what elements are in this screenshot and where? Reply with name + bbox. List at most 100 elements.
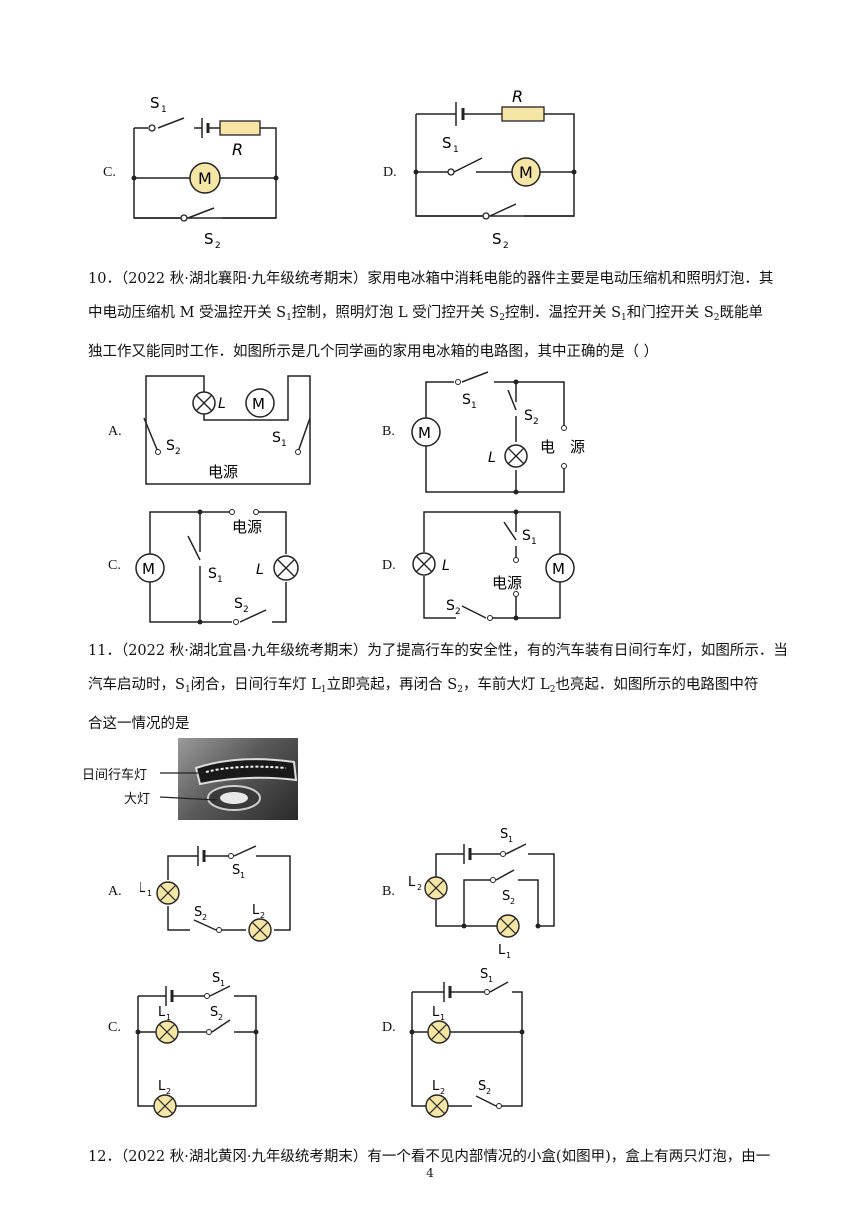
switch-sub: 1 [217, 575, 223, 585]
switch-label: S [232, 863, 240, 878]
page-number: 4 [426, 1166, 434, 1180]
q10-option-c-label: C. [108, 558, 121, 573]
switch-s1-label: S [150, 94, 160, 112]
q11-text: 11．（2022 秋·湖北宜昌·九年级统考期末）为了提高行车的安全性，有的汽车装… [88, 643, 788, 732]
switch-s2-label: S [492, 230, 502, 248]
switch-sub: 1 [531, 537, 537, 547]
q12-text: 12．（2022 秋·湖北黄冈·九年级统考期末）有一个看不见内部情况的小盒(如图… [88, 1149, 771, 1165]
resistor-label: R [512, 87, 523, 106]
q10-text: 10．（2022 秋·湖北襄阳·九年级统考期末）家用电冰箱中消耗电能的器件主要是… [88, 271, 774, 360]
resistor-icon [219, 120, 261, 136]
resistor-label: R [232, 140, 243, 159]
power-label: 电源 [492, 574, 522, 592]
lamp-sub: 2 [440, 1087, 445, 1096]
motor-icon [511, 157, 541, 187]
switch-sub: 1 [508, 835, 513, 844]
switch-sub: 2 [510, 897, 515, 906]
switch-s1-sub: 1 [453, 145, 459, 155]
switch-sub: 1 [220, 979, 225, 988]
q11-option-c-label: C. [108, 1020, 121, 1035]
lamp-label: L [488, 450, 496, 466]
switch-sub: 2 [455, 607, 461, 617]
lamp-label: L [252, 903, 260, 918]
switch-sub: 1 [240, 871, 245, 880]
switch-sub: 2 [243, 605, 249, 615]
switch-label: S [212, 971, 220, 986]
lamp-label: L [218, 396, 226, 412]
q11-option-d-label: D. [382, 1020, 396, 1035]
switch-sub: 2 [218, 1013, 223, 1022]
switch-label: S [478, 1079, 486, 1094]
q11-circuit-b: L 2 S 1 S 2 L 1 [408, 827, 555, 958]
lamp-label: L [256, 562, 264, 578]
switch-s2-sub: 2 [503, 241, 509, 251]
motor-icon [245, 388, 275, 418]
switch-s2-label: S [204, 230, 214, 248]
q10-circuit-b: M L S 1 S 2 电 源 [411, 371, 585, 495]
switch-label: S [500, 827, 508, 842]
q9-circuit-c: M S 1 R S 2 [131, 94, 279, 250]
motor-icon [411, 417, 441, 447]
daytime-light-label: 日间行车灯 [82, 768, 148, 783]
lamp-sub: 2 [166, 1087, 171, 1096]
lamp-label: L [140, 881, 146, 896]
car-headlight-photo [178, 738, 298, 820]
q11-circuit-c: S 1 L 1 S 2 L 2 [135, 971, 259, 1118]
switch-label: S [462, 392, 471, 408]
switch-sub: 2 [175, 447, 181, 457]
switch-sub: 2 [202, 913, 207, 922]
lamp-label: L [498, 943, 506, 958]
q9-option-c-label: C. [103, 165, 116, 180]
switch-s2-sub: 2 [215, 241, 221, 250]
motor-label: M [198, 169, 212, 188]
switch-label: S [234, 596, 243, 612]
motor-icon [135, 553, 165, 583]
switch-label: S [524, 408, 533, 424]
power-label: 电源 [232, 518, 262, 536]
q10-circuit-c: M L S 1 S 2 电源 [135, 509, 299, 625]
motor-label: M [552, 560, 565, 578]
switch-sub: 1 [281, 439, 287, 449]
lamp-label: L [432, 1079, 440, 1094]
q11-circuit-d: S 1 L 1 L 2 S 2 [409, 967, 525, 1118]
q11-option-a-label: A. [108, 884, 122, 899]
lamp-label: L [442, 558, 450, 574]
photo-pointer-lines [160, 772, 217, 801]
motor-label: M [142, 560, 155, 578]
headlight-label: 大灯 [124, 792, 151, 807]
q10-circuit-d: M L S 1 S 2 电源 [412, 509, 575, 621]
lamp-label: L [158, 1079, 166, 1094]
lamp-sub: 1 [506, 951, 511, 958]
motor-icon [545, 553, 575, 583]
q11-option-b-label: B. [382, 884, 395, 899]
power-label: 电源 [208, 463, 238, 481]
switch-sub: 2 [533, 417, 539, 427]
switch-label: S [208, 566, 217, 582]
q9-option-d-label: D. [383, 165, 397, 180]
power-label: 源 [570, 438, 585, 456]
motor-label: M [418, 424, 431, 442]
q10-option-b-label: B. [382, 424, 395, 439]
switch-s1-label: S [442, 134, 452, 152]
switch-label: S [210, 1005, 218, 1020]
lamp-sub: 1 [440, 1013, 445, 1022]
q10-option-d-label: D. [382, 558, 396, 573]
switch-s1-sub: 1 [161, 105, 167, 115]
q10-option-a-label: A. [108, 424, 122, 439]
power-label: 电 [540, 438, 555, 456]
switch-sub: 1 [488, 975, 493, 984]
switch-label: S [522, 528, 531, 544]
resistor-icon [501, 106, 545, 122]
motor-icon [189, 162, 221, 194]
lamp-sub: 1 [147, 889, 152, 898]
switch-sub: 2 [486, 1087, 491, 1096]
switch-sub: 1 [471, 401, 477, 411]
lamp-sub: 1 [166, 1013, 171, 1022]
switch-label: S [194, 905, 202, 920]
motor-label: M [519, 163, 533, 182]
switch-label: S [446, 598, 455, 614]
switch-label: S [272, 430, 281, 446]
q10-circuit-a: M L S 2 S 1 电源 [143, 375, 311, 485]
motor-label: M [252, 395, 265, 413]
lamp-sub: 2 [417, 883, 422, 892]
